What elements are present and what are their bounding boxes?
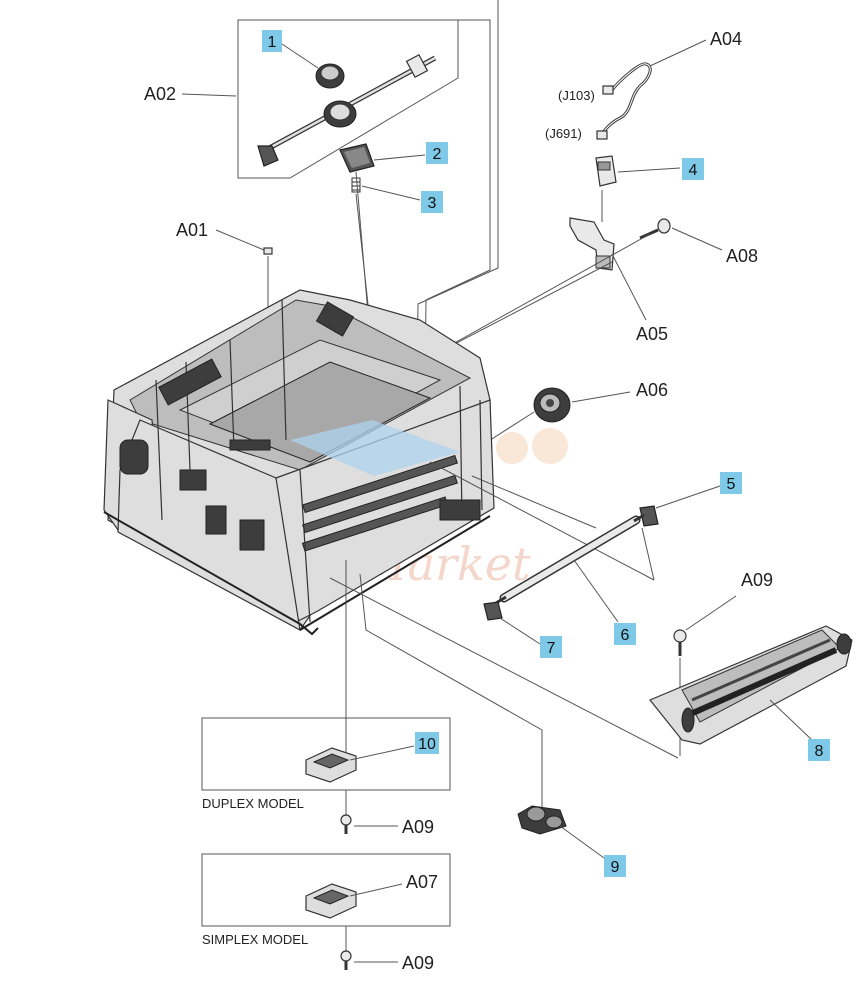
callout-7: 7 — [540, 636, 562, 658]
callout-2: 2 — [426, 142, 448, 164]
callout-4: 4 — [682, 158, 704, 180]
duplex-model-box: DUPLEX MODEL — [201, 717, 451, 811]
callout-6: 6 — [614, 623, 636, 645]
label-a09-simplex: A09 — [402, 953, 434, 973]
svg-text:3: 3 — [428, 195, 437, 212]
connector-j103 — [602, 85, 614, 95]
spring-part-3 — [351, 177, 421, 201]
callout-8: 8 — [808, 739, 830, 761]
svg-text:10: 10 — [418, 736, 436, 753]
pickup-assembly-frame — [237, 19, 459, 179]
callout-1: 1 — [262, 30, 282, 52]
svg-text:5: 5 — [727, 476, 736, 493]
highlight-region — [290, 420, 460, 476]
label-a02: A02 — [144, 84, 176, 104]
cable-harness-a04 — [596, 39, 707, 140]
label-a09-right: A09 — [741, 570, 773, 590]
label-a01: A01 — [176, 220, 208, 240]
roller-assembly-part-9 — [517, 805, 605, 859]
svg-text:8: 8 — [815, 743, 824, 760]
svg-text:1: 1 — [268, 34, 277, 51]
simplex-model-box: SIMPLEX MODEL — [201, 853, 451, 947]
screw-a09-duplex — [340, 814, 398, 834]
label-a09-duplex: A09 — [402, 817, 434, 837]
label-a04: A04 — [710, 29, 742, 49]
bushing-part-5 — [639, 485, 721, 527]
svg-text:9: 9 — [611, 859, 620, 876]
label-a08: A08 — [726, 246, 758, 266]
gear-a06 — [483, 387, 631, 445]
svg-text:2: 2 — [433, 146, 442, 163]
svg-text:6: 6 — [621, 627, 630, 644]
callout-5: 5 — [720, 472, 742, 494]
callout-10: 10 — [415, 732, 439, 754]
bushing-part-7 — [483, 601, 541, 645]
label-a07: A07 — [406, 872, 438, 892]
shaft-end-cam — [257, 145, 279, 167]
screw-a08 — [423, 218, 723, 361]
printer-main-frame — [103, 289, 495, 636]
duplex-model-label: DUPLEX MODEL — [202, 796, 304, 811]
label-a05: A05 — [636, 324, 668, 344]
pickup-assembly-group — [237, 19, 459, 179]
connector-j691 — [596, 130, 608, 140]
shaft-bracket — [405, 53, 429, 79]
a01-small-part — [263, 247, 273, 255]
bracket-a05 — [419, 217, 647, 363]
simplex-model-label: SIMPLEX MODEL — [202, 932, 308, 947]
label-j691: (J691) — [545, 126, 582, 141]
svg-text:7: 7 — [547, 640, 556, 657]
callout-3: 3 — [421, 191, 443, 213]
label-j103: (J103) — [558, 88, 595, 103]
svg-text:4: 4 — [689, 162, 698, 179]
label-a06: A06 — [636, 380, 668, 400]
separation-pad-part-2 — [339, 143, 426, 173]
sensor-part-4 — [595, 155, 681, 222]
callout-9: 9 — [604, 855, 626, 877]
feed-assembly-part-8 — [649, 625, 853, 745]
screw-a09-simplex — [340, 950, 398, 970]
